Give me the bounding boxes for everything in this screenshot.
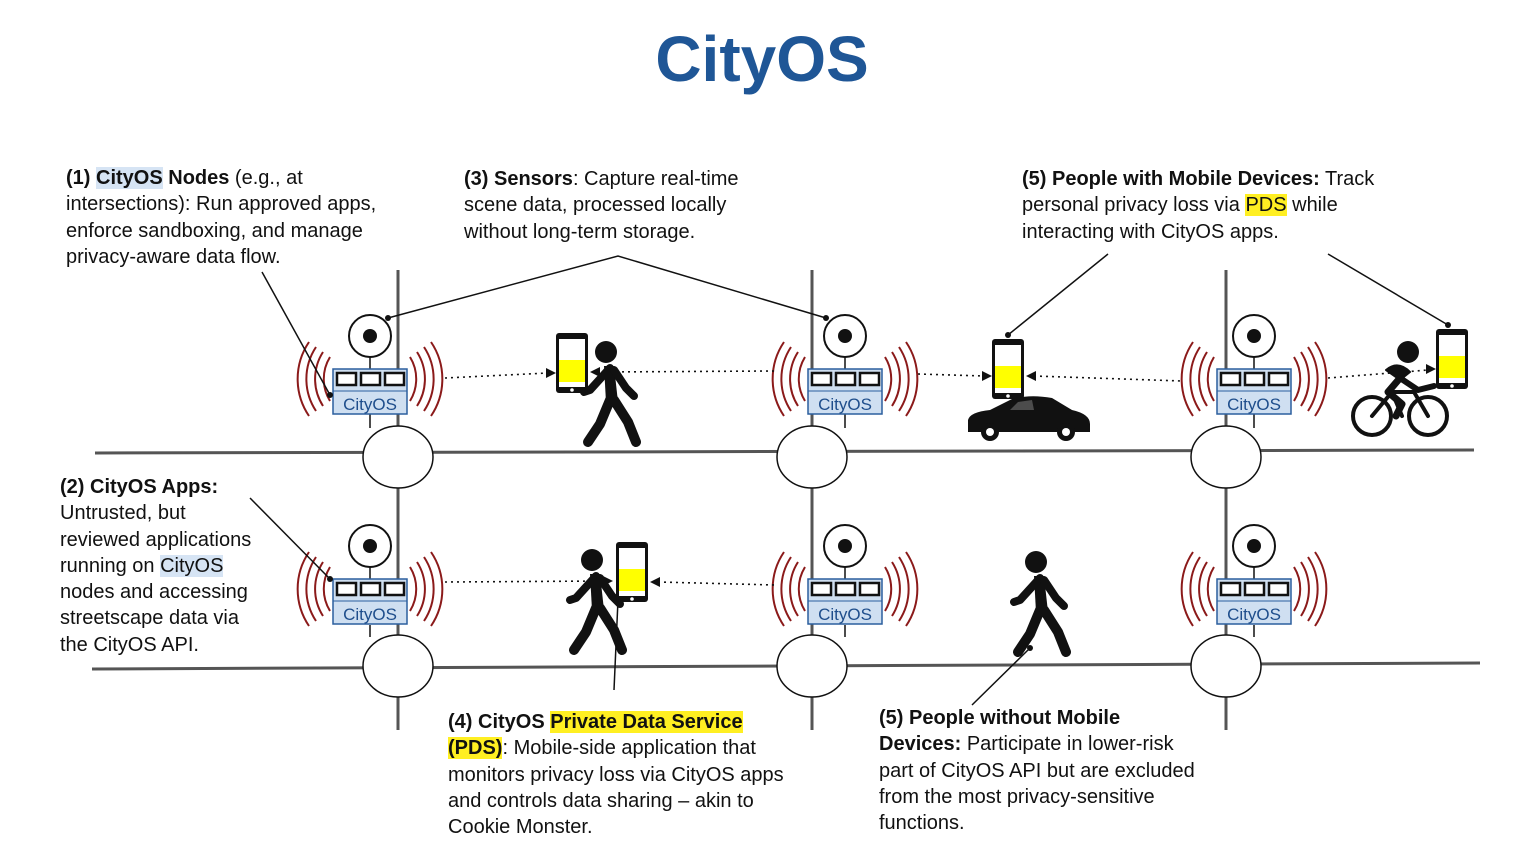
car-icon (968, 396, 1090, 441)
callout-sensors: (3) Sensors: Capture real-time scene dat… (464, 168, 739, 243)
sensor-camera-icon (348, 314, 392, 358)
cityos-node: CityOS (806, 367, 884, 416)
horizontal-roads (91, 448, 1481, 671)
cityos-node: CityOS (806, 577, 884, 626)
pedestrian-with-phone-icon (570, 549, 622, 650)
intersections (362, 425, 1262, 698)
sensor-camera-icon (1232, 524, 1276, 568)
cityos-node-label: CityOS (818, 395, 872, 414)
cyclist-icon (1351, 341, 1449, 437)
highlight-pds: PDS (1245, 194, 1287, 217)
cityos-node-label: CityOS (818, 605, 872, 624)
callout-private-data-service: (4) CityOS Private Data Service (PDS): M… (448, 711, 784, 839)
pedestrian-without-phone-icon (1014, 551, 1066, 652)
highlight-cityos: CityOS (96, 167, 163, 189)
callout-cityos-nodes: (1) CityOS Nodes (e.g., at intersections… (66, 167, 377, 268)
sensor-camera-icon (823, 524, 867, 568)
cityos-node-label: CityOS (343, 395, 397, 414)
cityos-node: CityOS (1215, 367, 1293, 416)
diagram-title: CityOS (655, 23, 869, 95)
callout-people-with-mobile: (5) People with Mobile Devices: Track pe… (1022, 168, 1375, 243)
sensor-camera-icon (823, 314, 867, 358)
mobile-phone-pds-icon (1436, 329, 1468, 389)
callout-people-without-mobile: (5) People without Mobile Devices: Parti… (879, 707, 1195, 835)
sensor-camera-icon (348, 524, 392, 568)
sensor-camera-icon (1232, 314, 1276, 358)
mobile-phone-pds-icon (556, 333, 588, 393)
cityos-node: CityOS (1215, 577, 1293, 626)
data-links (444, 369, 1429, 586)
highlight-cityos: CityOS (160, 554, 224, 577)
mobile-phone-pds-icon (992, 339, 1024, 399)
cityos-node: CityOS (331, 577, 409, 626)
cityos-node-label: CityOS (1227, 605, 1281, 624)
cityos-node-label: CityOS (1227, 395, 1281, 414)
mobile-phone-pds-icon (616, 542, 648, 602)
callout-cityos-apps: (2) CityOS Apps: Untrusted, but reviewed… (60, 476, 252, 656)
pedestrian-with-phone-icon (584, 341, 636, 442)
cityos-node-label: CityOS (343, 605, 397, 624)
cityos-node: CityOS (331, 367, 409, 416)
